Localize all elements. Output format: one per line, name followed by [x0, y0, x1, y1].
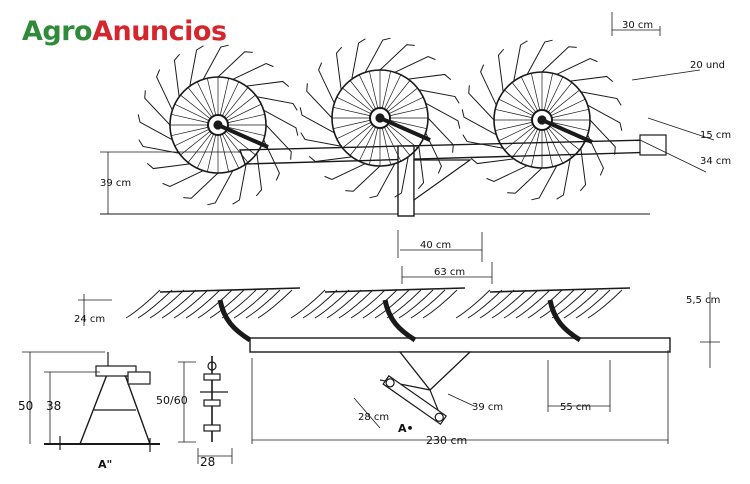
label-view-a-hitch: A•	[398, 422, 414, 435]
label-50-60: 50/60	[156, 394, 188, 407]
label-34cm: 34 cm	[700, 156, 731, 167]
label-view-a-front: A"	[98, 458, 112, 471]
label-5-5cm: 5,5 cm	[686, 295, 720, 306]
side-elevation-view	[100, 37, 667, 217]
rake-arm-plan	[455, 287, 631, 343]
label-15cm: 15 cm	[700, 130, 731, 141]
label-39cm-height: 39 cm	[100, 178, 131, 189]
label-230cm: 230 cm	[426, 434, 467, 447]
dimension-labels: 30 cm 20 und 15 cm 34 cm 39 cm 40 cm 63 …	[18, 20, 731, 471]
logo: AgroAnuncios	[22, 18, 227, 45]
logo-anuncios: Anuncios	[92, 16, 227, 47]
rake-wheel	[137, 44, 299, 206]
rake-arm-plan	[290, 287, 466, 343]
label-55cm: 55 cm	[560, 402, 591, 413]
label-24cm: 24 cm	[74, 314, 105, 325]
label-30cm: 30 cm	[622, 20, 653, 31]
label-28: 28	[200, 455, 215, 469]
dimension-lines	[78, 12, 720, 444]
rake-wheel	[299, 37, 461, 199]
hitch-frame-front-view	[22, 351, 160, 452]
label-50: 50	[18, 399, 33, 413]
label-40cm: 40 cm	[420, 240, 451, 251]
rake-wheel	[461, 39, 623, 201]
plan-view	[125, 287, 671, 426]
label-63cm: 63 cm	[434, 267, 465, 278]
label-39cm-hitch: 39 cm	[472, 402, 503, 413]
label-28cm: 28 cm	[358, 412, 389, 423]
pin-detail-view	[178, 356, 233, 464]
label-38: 38	[46, 399, 61, 413]
logo-agro: Agro	[22, 16, 93, 47]
label-20und: 20 und	[690, 60, 725, 71]
rake-arm-plan	[125, 287, 301, 343]
